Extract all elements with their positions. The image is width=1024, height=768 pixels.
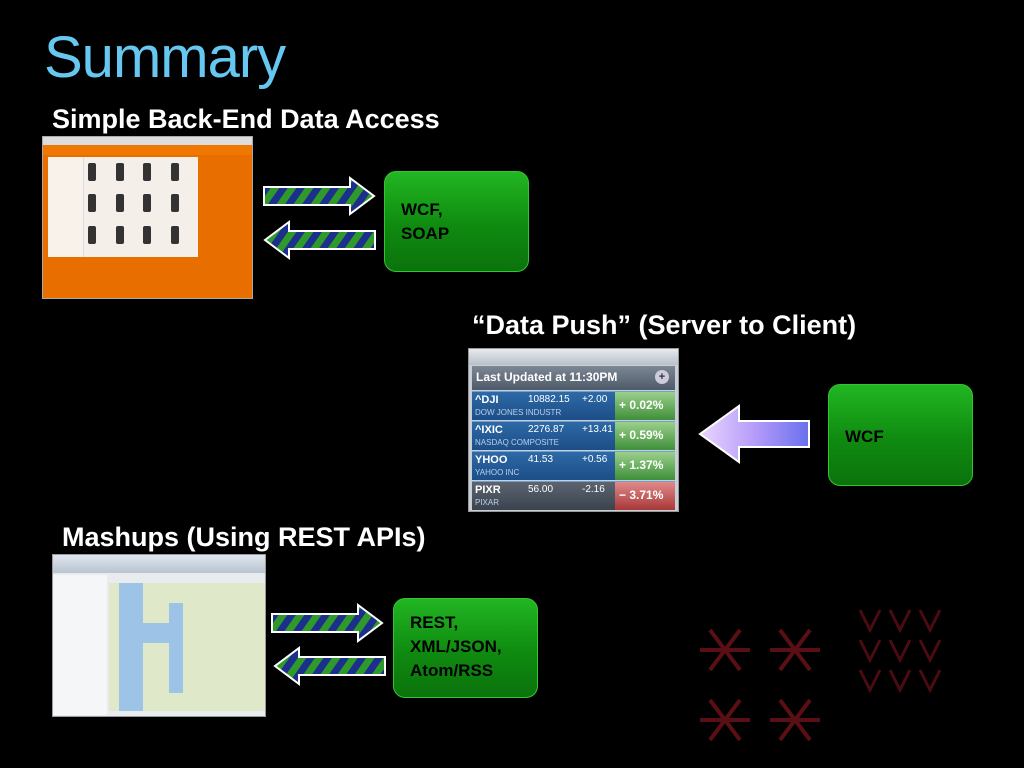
stock-price: 2276.87 [528,424,565,435]
box-line: REST, [410,613,459,632]
box-line: WCF [845,427,884,446]
section-heading-backend: Simple Back-End Data Access [52,104,440,134]
stock-symbol: ^DJI [475,394,499,406]
slide-title: Summary [44,25,286,90]
stock-symbol: ^IXIC [475,424,503,436]
section-heading-push: “Data Push” (Server to Client) [472,310,857,340]
stock-widget-screenshot: Last Updated at 11:30PM + ^DJI DOW JONES… [468,348,679,512]
stock-row: ^IXIC NASDAQ COMPOSITE 2276.87 +13.41 + … [472,421,675,450]
stock-row: YHOO YAHOO INC 41.53 +0.56 + 1.37% [472,451,675,480]
box-line: WCF, [401,200,443,219]
stock-change: +2.00 [582,394,608,405]
stock-name: NASDAQ COMPOSITE [475,438,560,447]
stock-name: YAHOO INC [475,468,520,477]
stock-name: PIXAR [475,498,500,507]
widget-header-text: Last Updated at 11:30PM [476,370,618,384]
left-arrow-icon [263,220,376,260]
wcf-box: WCF [828,384,973,486]
box-line: XML/JSON, [410,637,502,656]
portal-screenshot [42,136,253,299]
stock-percent: + 0.59% [615,422,675,450]
left-arrow-icon [273,646,386,686]
stock-row: ^DJI DOW JONES INDUSTR 10882.15 +2.00 + … [472,391,675,420]
left-arrow-icon [698,404,810,464]
stock-percent: + 1.37% [615,452,675,480]
stock-percent: + 0.02% [615,392,675,420]
stock-price: 41.53 [528,454,554,465]
stock-row: PIXR PIXAR 56.00 -2.16 − 3.71% [472,481,675,510]
stock-symbol: YHOO [475,454,508,466]
section-heading-mashups: Mashups (Using REST APIs) [62,522,426,552]
stock-price: 56.00 [528,484,554,495]
box-line: SOAP [401,224,450,243]
stock-change: +13.41 [582,424,613,435]
map-screenshot [52,554,266,717]
right-arrow-icon [271,603,384,643]
stock-change: -2.16 [582,484,605,495]
stock-change: +0.56 [582,454,608,465]
plus-icon: + [655,370,669,384]
stock-name: DOW JONES INDUSTR [475,408,562,417]
wcf-soap-box: WCF, SOAP [384,171,529,272]
widget-header: Last Updated at 11:30PM + [472,366,675,390]
rest-box: REST, XML/JSON, Atom/RSS [393,598,538,698]
stock-symbol: PIXR [475,484,501,496]
stock-price: 10882.15 [528,394,570,405]
box-line: Atom/RSS [410,661,494,680]
right-arrow-icon [263,176,376,216]
decorative-pattern [700,609,942,742]
stock-percent: − 3.71% [615,482,675,510]
